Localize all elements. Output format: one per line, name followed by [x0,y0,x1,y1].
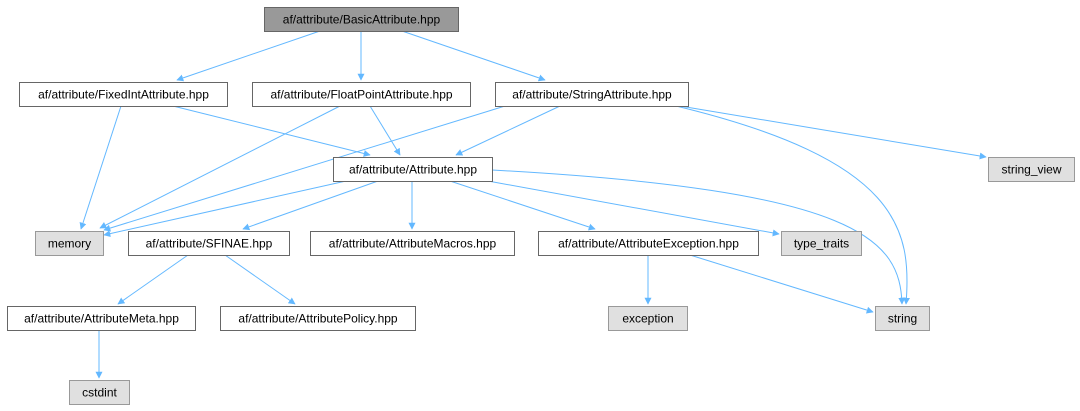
edge-attribute-to-string [491,169,906,305]
edge-arrow [487,180,780,237]
node-label: memory [48,237,91,251]
node-label: af/attribute/Attribute.hpp [349,163,477,177]
node-fixedint[interactable]: af/attribute/FixedIntAttribute.hpp [19,82,228,107]
node-box [310,231,515,256]
node-label: af/attribute/AttributeException.hpp [558,237,739,251]
node-box [875,306,930,331]
edge-floatpoint-to-memory [99,105,341,229]
node-box [69,380,130,405]
edge-arrow [117,254,189,305]
edge-attribute-to-type_traits [487,180,780,237]
node-label: cstdint [82,386,117,400]
node-box [495,82,689,107]
node-box [608,306,688,331]
edge-layer [79,30,987,379]
edge-basic-to-fixedint [176,30,321,82]
node-memory: memory [35,231,104,256]
node-label: af/attribute/FixedIntAttribute.hpp [38,88,209,102]
edge-attribute-to-exception_h [449,180,596,231]
node-box [35,231,104,256]
node-box [19,82,228,107]
node-box [538,231,759,256]
edge-basic-to-stringattr [401,30,546,82]
edge-arrow [242,180,379,231]
node-label: exception [622,312,673,326]
edge-arrow [675,105,910,305]
edge-arrow [455,105,561,156]
node-box [7,306,196,331]
edge-arrow [449,180,596,231]
node-sfinae[interactable]: af/attribute/SFINAE.hpp [128,231,290,256]
edge-arrow [172,105,371,157]
edge-floatpoint-to-attribute [369,105,401,156]
edge-exception_h-to-string [689,254,874,314]
edge-stringattr-to-memory [103,105,506,232]
edge-arrow [176,30,321,82]
node-macros[interactable]: af/attribute/AttributeMacros.hpp [310,231,515,256]
edge-arrow [401,30,546,82]
edge-sfinae-to-policy [224,254,296,305]
node-label: af/attribute/StringAttribute.hpp [512,88,672,102]
edge-stringattr-to-string [675,105,910,305]
edge-attribute-to-sfinae [242,180,379,231]
node-box [988,157,1075,182]
node-exception: exception [608,306,688,331]
node-meta[interactable]: af/attribute/AttributeMeta.hpp [7,306,196,331]
node-box [252,82,471,107]
edge-arrow [369,105,401,156]
edge-arrow [103,180,347,238]
edge-stringattr-to-string_view [679,105,987,160]
edge-arrow [689,254,874,314]
node-stringattr[interactable]: af/attribute/StringAttribute.hpp [495,82,689,107]
edge-fixedint-to-attribute [172,105,371,157]
edge-sfinae-to-meta [117,254,189,305]
node-string_view: string_view [988,157,1075,182]
node-box [781,231,862,256]
node-label: string_view [1001,163,1061,177]
node-label: af/attribute/BasicAttribute.hpp [283,13,441,27]
node-label: string [888,312,917,326]
node-label: type_traits [794,237,849,251]
edge-stringattr-to-attribute [455,105,561,156]
node-floatpoint[interactable]: af/attribute/FloatPointAttribute.hpp [252,82,471,107]
node-box [128,231,290,256]
node-exception_h[interactable]: af/attribute/AttributeException.hpp [538,231,759,256]
edge-arrow [79,105,122,230]
node-string: string [875,306,930,331]
node-policy[interactable]: af/attribute/AttributePolicy.hpp [220,306,416,331]
node-box [333,157,493,182]
edge-arrow [103,105,506,232]
node-label: af/attribute/AttributePolicy.hpp [238,312,398,326]
node-cstdint: cstdint [69,380,130,405]
node-layer: af/attribute/BasicAttribute.hpp af/attrib… [7,7,1075,405]
edge-fixedint-to-memory [79,105,122,230]
edge-arrow [491,169,906,305]
node-type_traits: type_traits [781,231,862,256]
node-label: af/attribute/AttributeMeta.hpp [24,312,179,326]
node-label: af/attribute/AttributeMacros.hpp [329,237,497,251]
node-box [220,306,416,331]
edge-attribute-to-memory [103,180,347,238]
node-attribute[interactable]: af/attribute/Attribute.hpp [333,157,493,182]
edge-arrow [224,254,296,305]
node-basic: af/attribute/BasicAttribute.hpp [264,7,459,32]
edge-arrow [679,105,987,160]
node-box [264,7,459,32]
node-label: af/attribute/FloatPointAttribute.hpp [270,88,452,102]
edge-arrow [99,105,341,229]
node-label: af/attribute/SFINAE.hpp [146,237,273,251]
